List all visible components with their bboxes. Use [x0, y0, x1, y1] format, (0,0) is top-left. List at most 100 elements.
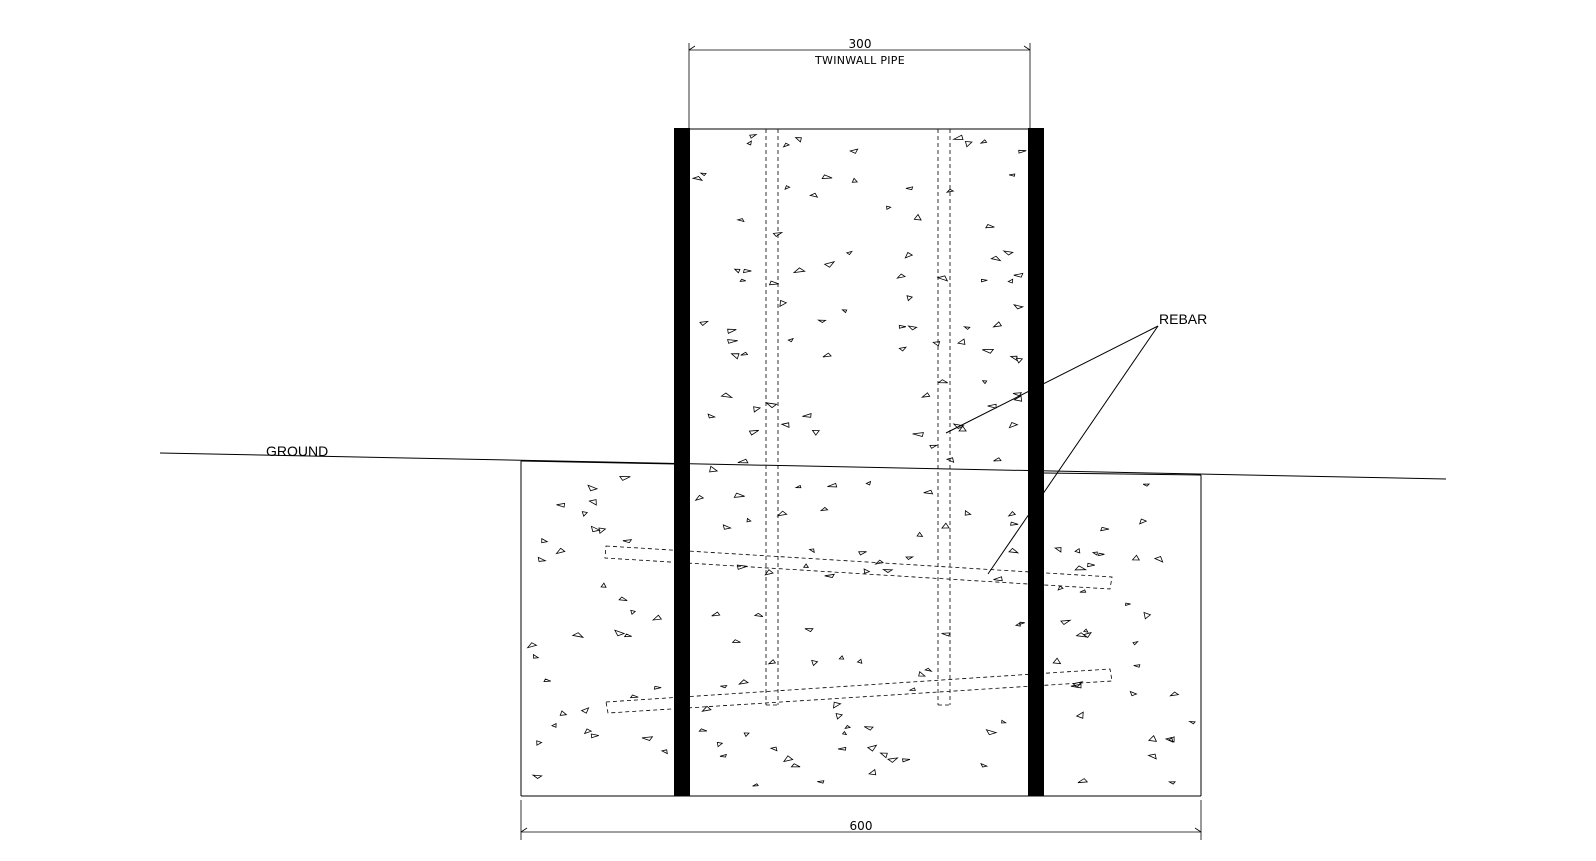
aggregate-mark: [863, 568, 871, 574]
aggregate-mark: [746, 140, 752, 146]
aggregate-mark: [956, 338, 966, 345]
aggregate-mark: [743, 732, 750, 738]
aggregate-mark: [1013, 272, 1024, 278]
concrete-aggregate-hatch: [526, 133, 1196, 787]
aggregate-mark: [982, 348, 995, 354]
aggregate-mark: [1139, 518, 1148, 525]
aggregate-mark: [958, 425, 967, 432]
aggregate-mark: [985, 729, 998, 736]
aggregate-mark: [764, 402, 778, 409]
aggregate-mark: [782, 755, 794, 763]
aggregate-mark: [551, 722, 557, 728]
aggregate-mark: [699, 172, 707, 177]
aggregate-mark: [835, 712, 844, 720]
aggregate-mark: [629, 694, 639, 699]
aggregate-mark: [904, 251, 914, 259]
aggregate-mark: [1057, 585, 1064, 591]
aggregate-mark: [821, 174, 833, 179]
aggregate-mark: [699, 320, 710, 326]
aggregate-mark: [1164, 737, 1174, 743]
aggregate-mark: [1077, 778, 1089, 784]
aggregate-mark: [787, 337, 794, 343]
aggregate-mark: [641, 736, 654, 741]
aggregate-mark: [851, 177, 859, 183]
aggregate-mark: [651, 614, 663, 621]
aggregate-mark: [1015, 357, 1024, 364]
aggregate-mark: [698, 728, 708, 732]
aggregate-mark: [1148, 735, 1158, 742]
aggregate-mark: [555, 547, 566, 555]
pipe-name-label: TWINWALL PIPE: [814, 54, 905, 67]
aggregate-mark: [733, 268, 741, 274]
aggregate-mark: [730, 353, 740, 360]
ground-line: GROUND: [159, 443, 1447, 480]
aggregate-mark: [764, 569, 774, 576]
aggregate-mark: [720, 392, 734, 399]
aggregate-mark: [905, 186, 914, 191]
aggregate-mark: [746, 517, 752, 523]
aggregate-mark: [920, 392, 931, 398]
aggregate-mark: [1007, 278, 1014, 284]
aggregate-mark: [886, 205, 892, 211]
aggregate-mark: [571, 632, 585, 638]
aggregate-mark: [819, 506, 829, 512]
aggregate-mark: [990, 255, 1002, 262]
aggregate-mark: [898, 346, 907, 352]
aggregate-mark: [1091, 551, 1098, 556]
aggregate-mark: [1132, 640, 1139, 646]
aggregate-mark: [780, 422, 790, 429]
aggregate-mark: [794, 137, 802, 143]
aggregate-mark: [902, 758, 911, 763]
aggregate-mark: [740, 351, 749, 356]
vertical-rebars: [765, 129, 951, 706]
aggregate-mark: [824, 573, 835, 578]
aggregate-mark: [559, 710, 568, 716]
aggregate-mark: [1007, 511, 1017, 517]
horizontal-rebars: [604, 545, 1113, 714]
aggregate-mark: [600, 582, 607, 588]
aggregate-mark: [1125, 602, 1131, 606]
aggregate-mark: [985, 224, 995, 229]
aggregate-mark: [913, 213, 922, 221]
aggregate-mark: [896, 273, 907, 279]
aggregate-mark: [1074, 565, 1088, 571]
aggregate-mark: [1143, 611, 1152, 620]
aggregate-mark: [779, 299, 788, 308]
aggregate-mark: [1153, 555, 1164, 563]
pipe-wall-left: [674, 128, 690, 796]
aggregate-mark: [809, 192, 819, 198]
aggregate-mark: [1013, 395, 1023, 402]
aggregate-mark: [694, 494, 705, 502]
aggregate-mark: [583, 728, 593, 735]
aggregate-mark: [905, 556, 915, 561]
aggregate-mark: [709, 465, 719, 473]
aggregate-mark: [707, 413, 717, 419]
aggregate-mark: [936, 275, 949, 282]
aggregate-mark: [879, 752, 888, 759]
aggregate-mark: [945, 188, 955, 193]
pipe-wall-right: [1028, 128, 1044, 796]
aggregate-mark: [1167, 781, 1176, 785]
aggregate-mark: [748, 429, 760, 436]
aggregate-mark: [802, 413, 812, 418]
aggregate-mark: [782, 142, 791, 148]
aggregate-mark: [874, 559, 884, 565]
aggregate-mark: [753, 406, 762, 413]
aggregate-mark: [660, 749, 668, 755]
aggregate-mark: [622, 539, 633, 544]
aggregate-mark: [790, 763, 801, 768]
aggregate-mark: [993, 576, 1003, 582]
aggregate-mark: [769, 746, 778, 752]
aggregate-mark: [1070, 683, 1082, 689]
aggregate-mark: [856, 658, 863, 664]
aggregate-mark: [588, 499, 597, 506]
aggregate-mark: [590, 733, 599, 739]
aggregate-mark: [653, 685, 662, 690]
aggregate-mark: [736, 218, 745, 223]
aggregate-mark: [1012, 392, 1023, 397]
aggregate-mark: [886, 757, 899, 763]
aggregate-mark: [1008, 547, 1020, 554]
aggregate-mark: [898, 324, 906, 329]
aggregate-mark: [993, 457, 1002, 462]
aggregate-mark: [794, 484, 802, 489]
